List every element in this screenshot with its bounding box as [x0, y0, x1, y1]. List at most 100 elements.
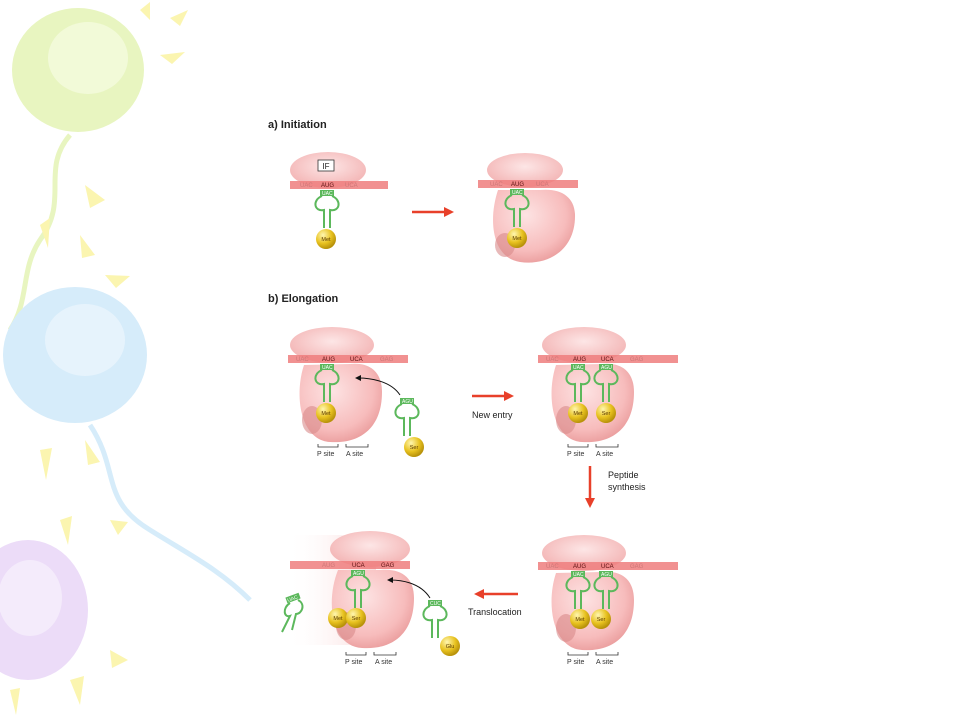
codon: GAG: [630, 564, 644, 570]
new-entry-label: New entry: [472, 410, 513, 420]
codon: UAC: [300, 183, 313, 189]
peptide-synthesis-label-line2: synthesis: [608, 482, 646, 492]
amino-acid-label: Met: [333, 616, 343, 622]
mrna-strand: [288, 355, 408, 363]
initiation-arrow: [412, 207, 454, 217]
amino-acid-met: [570, 609, 590, 629]
a-site-label: A site: [596, 451, 613, 458]
trna-p-site: UAC: [565, 571, 591, 609]
initiation-factor-label: IF: [322, 162, 329, 171]
translocation-arrow: [474, 589, 518, 599]
amino-acid-label: Ser: [410, 445, 419, 451]
amino-acid-ser: [596, 403, 616, 423]
p-site-label: P site: [345, 659, 362, 666]
mrna-strand: [290, 561, 410, 569]
codon: AUG: [322, 357, 335, 363]
amino-acid-label: Met: [512, 236, 522, 242]
anticodon: AGU: [601, 365, 612, 371]
amino-acid-label: Met: [321, 237, 331, 243]
amino-acid-label: Glu: [446, 644, 455, 650]
amino-acid-ser: [591, 609, 611, 629]
codon: AUG: [573, 564, 586, 570]
p-site-label: P site: [317, 451, 334, 458]
trna-a-site: AGU: [593, 364, 619, 402]
elongation-step-1: UAC AUG UCA GAG UAC Met AGU Ser P site A…: [288, 327, 424, 458]
elongation-step-2: UAC AUG UCA GAG UAC AGU Met Ser P site A…: [538, 327, 678, 458]
amino-acid-label: Ser: [602, 411, 611, 417]
codon: GAG: [380, 357, 394, 363]
anticodon: UAC: [322, 191, 333, 197]
anticodon: UAC: [573, 572, 584, 578]
elongation-step-4: AUG UCA GAG UAC AGU Met Ser CUC Glu P si…: [281, 531, 460, 666]
mrna-strand: [538, 355, 678, 363]
balloon-blue: [3, 287, 252, 602]
amino-acid-met: [316, 229, 336, 249]
trna-met: UAC: [504, 189, 530, 227]
elongation-step-3: UAC AUG UCA GAG UAC AGU Met Ser P site A…: [538, 535, 678, 666]
amino-acid-label: Ser: [352, 616, 361, 622]
mrna-strand: [478, 180, 578, 188]
trna-p-site: AGU: [345, 570, 371, 608]
initiation-complex-right: UAC AUG UCA UAC Met: [478, 153, 578, 263]
panel-a-title: a) Initiation: [268, 119, 327, 131]
panel-b-title: b) Elongation: [268, 293, 339, 305]
codon-start: AUG: [511, 182, 524, 188]
amino-acid-ser: [404, 437, 424, 457]
entry-path-arrow: [387, 577, 431, 599]
amino-acid-met: [316, 403, 336, 423]
codon-start: AUG: [321, 183, 334, 189]
amino-acid-label: Met: [573, 411, 583, 417]
trna-incoming: CUC: [422, 600, 448, 638]
a-site-label: A site: [375, 659, 392, 666]
codon: UAC: [490, 182, 503, 188]
codon: UCA: [345, 183, 358, 189]
translocation-label: Translocation: [468, 607, 522, 617]
anticodon: UAC: [512, 190, 523, 196]
peptide-synthesis-label-line1: Peptide: [608, 470, 639, 480]
trna-p-site: UAC: [565, 364, 591, 402]
amino-acid-label: Ser: [597, 617, 606, 623]
initiation-factor-box: [317, 159, 335, 172]
codon: UAC: [546, 357, 559, 363]
anticodon: AGU: [353, 571, 364, 577]
anticodon: UAC: [573, 365, 584, 371]
amino-acid-met: [568, 403, 588, 423]
anticodon: UAC: [287, 594, 299, 603]
amino-acid-label: Met: [575, 617, 585, 623]
a-site-label: A site: [596, 659, 613, 666]
codon: UCA: [601, 564, 614, 570]
amino-acid-label: Met: [321, 411, 331, 417]
balloon-purple: [0, 540, 88, 680]
amino-acid-met: [507, 228, 527, 248]
amino-acid-met: [328, 608, 348, 628]
codon: GAG: [381, 563, 395, 569]
a-site-label: A site: [346, 451, 363, 458]
p-site-label: P site: [567, 451, 584, 458]
codon: AUG: [322, 563, 335, 569]
codon: AUG: [573, 357, 586, 363]
trna-p-site: UAC: [314, 364, 340, 402]
peptide-synthesis-arrow: [585, 466, 595, 508]
trna-incoming: AGU: [394, 398, 420, 436]
anticodon: AGU: [601, 572, 612, 578]
p-site-label: P site: [567, 659, 584, 666]
codon: UAC: [546, 564, 559, 570]
new-entry-arrow: [472, 391, 514, 401]
codon: UCA: [536, 182, 549, 188]
mrna-strand: [290, 181, 388, 189]
entry-path-arrow: [355, 375, 401, 396]
sun-rays: [10, 2, 188, 715]
anticodon: UAC: [322, 365, 333, 371]
codon: UAC: [296, 357, 309, 363]
balloon-green: [7, 8, 144, 332]
codon: UCA: [601, 357, 614, 363]
amino-acid-ser: [346, 608, 366, 628]
anticodon: AGU: [402, 399, 413, 405]
mrna-strand: [538, 562, 678, 570]
anticodon: CUC: [430, 601, 441, 607]
trna-exiting: UAC: [281, 592, 304, 633]
trna-a-site: AGU: [593, 571, 619, 609]
amino-acid-glu: [440, 636, 460, 656]
